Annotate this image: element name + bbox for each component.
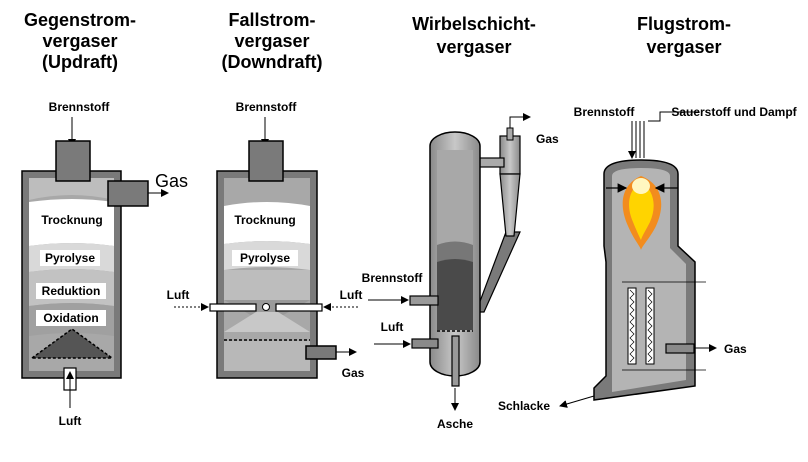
updraft-top-space: [29, 178, 114, 200]
updraft-gas-label: Gas: [155, 171, 188, 191]
downdraft-zone-box-1: [232, 212, 298, 228]
downdraft-air-left-label: Luft: [167, 288, 190, 302]
entrained-cooler-left-coil: [629, 289, 635, 363]
downdraft-ash-space: [224, 341, 310, 371]
updraft-zone-label-drying: Trocknung: [41, 213, 102, 227]
entrained-oxygen-line: [648, 111, 698, 122]
updraft-air-label: Luft: [59, 414, 82, 428]
updraft-zone-box-1: [40, 212, 104, 228]
fluidized-gasifier: Gas Brennstoff Luft Asche: [362, 113, 559, 431]
downdraft-zone-label-drying: Trocknung: [234, 213, 295, 227]
entrained-flame-core: [629, 182, 654, 240]
entrained-fuel-label: Brennstoff: [574, 105, 636, 119]
updraft-zone-label-oxidation: Oxidation: [43, 311, 98, 325]
updraft-gasifier: Brennstoff Trocknung Pyrolyse Reduktion …: [21, 100, 188, 428]
fluidized-ash-pipe: [451, 335, 460, 387]
entrained-slag-label: Schlacke: [498, 399, 550, 413]
downdraft-zone-mid: [224, 270, 310, 300]
entrained-slag-arrow: [559, 395, 595, 408]
updraft-fuel-inlet: [55, 140, 91, 182]
updraft-zone-box-2: [40, 250, 100, 266]
fluidized-title-line2: vergaser: [436, 37, 511, 57]
fluidized-return-leg: [475, 231, 521, 313]
updraft-title-line1: Gegenstrom-: [24, 10, 136, 30]
entrained-cooler-right: [645, 287, 655, 365]
downdraft-gas-label: Gas: [342, 366, 365, 380]
updraft-title: Gegenstrom- vergaser (Updraft): [24, 10, 136, 72]
updraft-zone-label-pyrolysis: Pyrolyse: [45, 251, 95, 265]
updraft-zone-box-4: [36, 310, 106, 326]
entrained-gas-outlet: [665, 343, 695, 354]
downdraft-center-nozzle: [262, 303, 270, 311]
downdraft-air-right-label: Luft: [340, 288, 363, 302]
downdraft-gasifier: Brennstoff Trocknung Pyrolyse Luft Luft …: [167, 100, 365, 380]
fluidized-bed: [437, 259, 473, 330]
downdraft-reduction: [224, 312, 310, 332]
fluidized-title: Wirbelschicht- vergaser: [412, 14, 536, 57]
entrained-gas-label: Gas: [724, 342, 747, 356]
downdraft-gas-outlet: [305, 345, 337, 360]
fluidized-cyclone: [499, 135, 521, 175]
downdraft-zone-label-pyrolysis: Pyrolyse: [240, 251, 290, 265]
entrained-cooler-left: [627, 287, 637, 365]
updraft-zone-box-3: [36, 283, 106, 299]
updraft-title-line3: (Updraft): [42, 52, 118, 72]
downdraft-zone-box-2: [232, 250, 298, 266]
entrained-flame-tip: [632, 178, 650, 194]
updraft-title-line2: vergaser: [42, 31, 117, 51]
entrained-oxygen-label: Sauerstoff und Dampf: [671, 105, 797, 119]
entrained-title-line1: Flugstrom-: [637, 14, 731, 34]
updraft-fuel-label: Brennstoff: [49, 100, 111, 114]
downdraft-title-line1: Fallstrom-: [228, 10, 315, 30]
entrained-title-line2: vergaser: [646, 37, 721, 57]
downdraft-fuel-inlet: [248, 140, 284, 182]
fluidized-gas-label: Gas: [536, 132, 559, 146]
fluidized-air-inlet: [411, 338, 439, 349]
updraft-gas-outlet: [107, 180, 149, 207]
downdraft-title: Fallstrom- vergaser (Downdraft): [222, 10, 323, 72]
downdraft-air-nozzle-right: [275, 303, 323, 312]
downdraft-air-nozzle-left: [209, 303, 257, 312]
fluidized-fuel-label: Brennstoff: [362, 271, 424, 285]
entrained-cooler-right-coil: [647, 289, 653, 363]
downdraft-title-line3: (Downdraft): [222, 52, 323, 72]
downdraft-fuel-label: Brennstoff: [236, 100, 298, 114]
fluidized-fuel-feeder: [409, 295, 439, 306]
updraft-zone-label-reduction: Reduktion: [42, 284, 101, 298]
fluidized-ash-label: Asche: [437, 417, 473, 431]
fluidized-gas-pipe: [506, 127, 514, 141]
fluidized-air-label: Luft: [381, 320, 404, 334]
fluidized-gas-arrow: [509, 113, 531, 128]
updraft-grate: [29, 328, 115, 359]
downdraft-title-line2: vergaser: [234, 31, 309, 51]
fluidized-cyclone-cone: [499, 173, 521, 237]
entrained-gasifier: Brennstoff Sauerstoff und Dampf Gas Schl…: [498, 105, 798, 413]
entrained-title: Flugstrom- vergaser: [637, 14, 731, 57]
fluidized-title-line1: Wirbelschicht-: [412, 14, 536, 34]
